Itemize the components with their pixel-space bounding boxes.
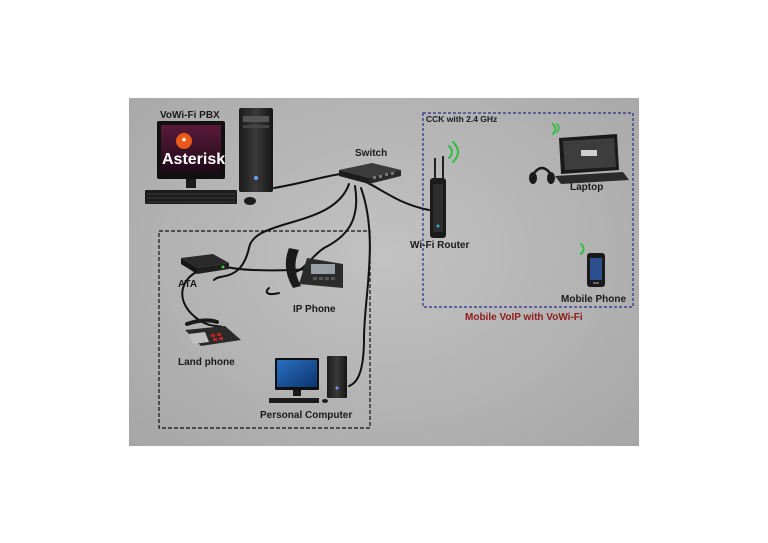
smartphone-icon (587, 253, 605, 287)
asterisk-logo-text: Asterisk (162, 151, 225, 168)
network-diagram-panel: * VoWi-Fi PBX Asterisk Switch CCK with 2… (129, 98, 639, 446)
wireless-zone-border (422, 112, 634, 308)
switch-label: Switch (355, 148, 387, 159)
wifi-router-label: Wi-Fi Router (410, 240, 469, 251)
pbx-server-icon: * (145, 108, 273, 205)
wifi-signal-icon (580, 243, 585, 255)
network-diagram: * VoWi-Fi PBX Asterisk Switch CCK with 2… (145, 108, 634, 429)
wifi-signal-icon (448, 141, 459, 163)
cck-label: CCK with 2.4 GHz (426, 114, 497, 124)
wifi-router-icon (430, 156, 446, 238)
headset-icon (529, 166, 555, 184)
switch-icon (339, 163, 401, 184)
mobile-voip-label: Mobile VoIP with VoWi-Fi (465, 312, 583, 323)
laptop-label: Laptop (570, 182, 603, 193)
personal-computer-icon (269, 356, 347, 403)
wifi-signal-icon (552, 123, 560, 135)
ata-label: ATA (178, 279, 197, 290)
ip-phone-label: IP Phone (293, 304, 336, 315)
svg-text:*: * (182, 136, 187, 148)
laptop-icon (555, 134, 629, 184)
pbx-label: VoWi-Fi PBX (160, 110, 220, 121)
mobile-phone-label: Mobile Phone (561, 294, 626, 305)
personal-computer-label: Personal Computer (260, 410, 352, 421)
ip-phone-icon (285, 248, 343, 288)
land-phone-label: Land phone (178, 357, 235, 368)
land-phone-icon (185, 318, 241, 346)
ata-icon (181, 254, 229, 274)
